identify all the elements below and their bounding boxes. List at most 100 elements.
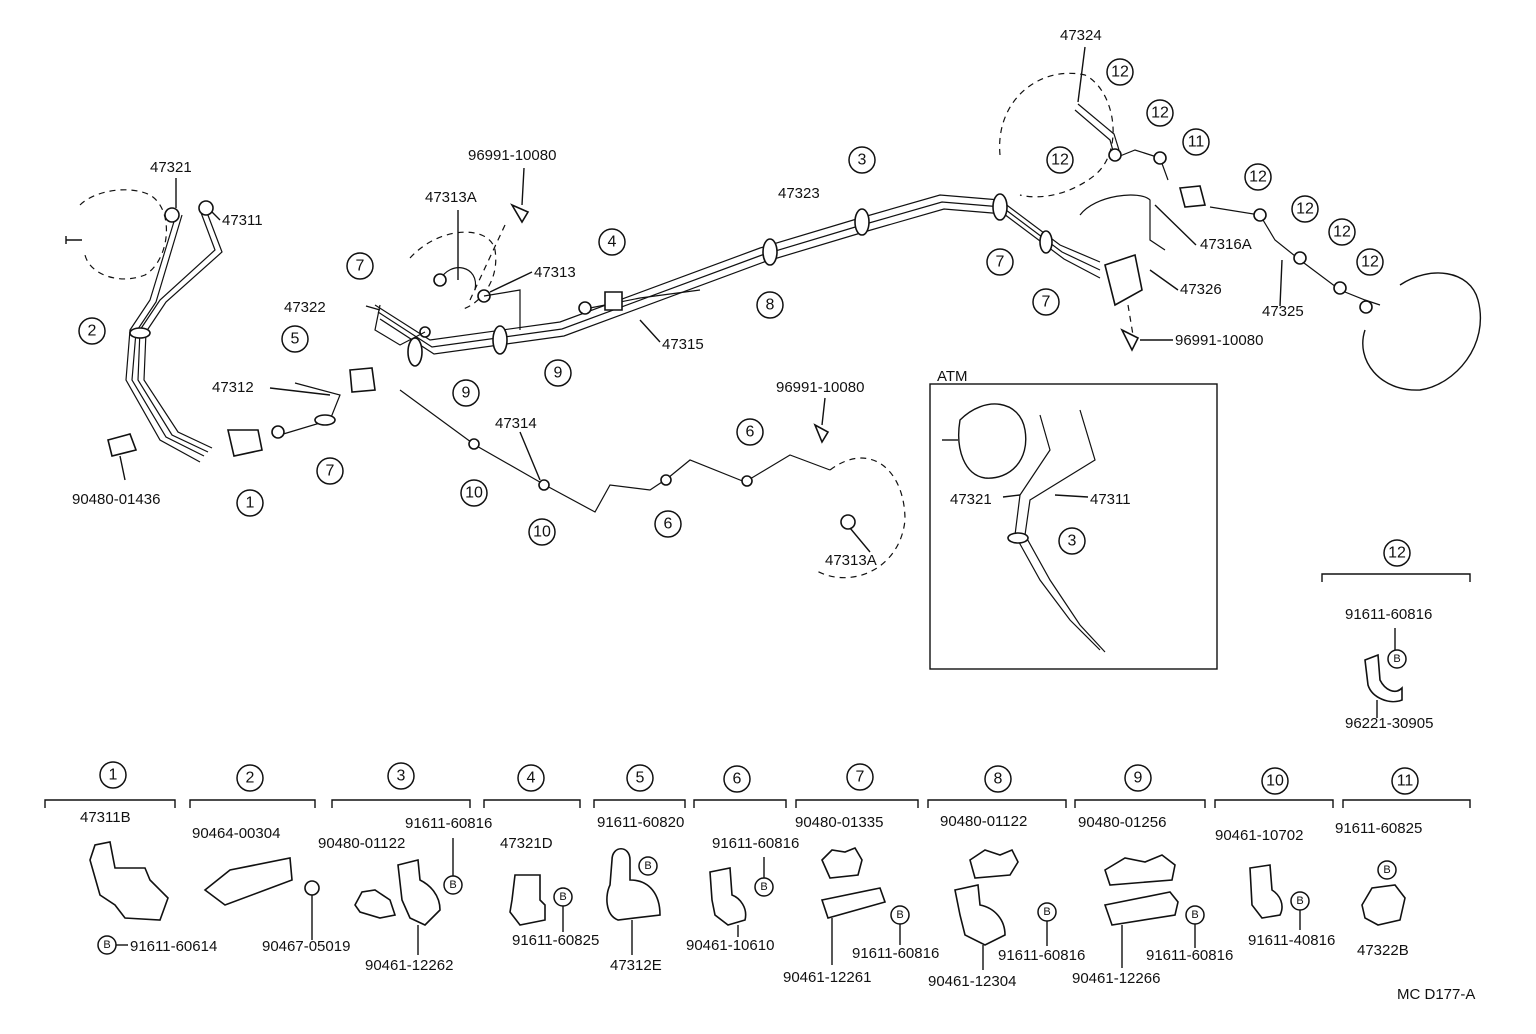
atm-inset: ATM — [929, 368, 1218, 670]
svg-text:B: B — [644, 860, 651, 872]
svg-text:B: B — [103, 939, 110, 951]
front-left-brake-outline — [409, 231, 497, 311]
label-47325: 47325 — [1262, 303, 1304, 320]
callout-8: 8 — [756, 291, 784, 319]
legend-callout-11: 11 — [1391, 767, 1419, 795]
legend-47322B: 47322B — [1357, 942, 1409, 959]
legend-91611-60816-3: 91611-60816 — [405, 815, 492, 832]
svg-text:10: 10 — [1266, 773, 1284, 790]
svg-text:7: 7 — [326, 463, 335, 480]
fitting — [1253, 208, 1267, 222]
svg-text:12: 12 — [1111, 64, 1129, 81]
callout-12-group: 12 — [1383, 539, 1411, 567]
fitting — [538, 479, 550, 491]
bolt-b-12: B — [1387, 649, 1407, 669]
bolt-b-4: B — [553, 887, 573, 907]
legend-47321D: 47321D — [500, 835, 553, 852]
legend-90480-01335: 90480-01335 — [795, 814, 883, 831]
legend-callout-8: 8 — [984, 765, 1012, 793]
svg-text:1: 1 — [246, 495, 255, 512]
callout-7d: 7 — [1032, 288, 1060, 316]
part-90461-12304 — [954, 884, 1006, 946]
label-47322: 47322 — [284, 299, 326, 316]
clamp-7 — [1039, 230, 1053, 254]
atm-booster — [958, 403, 1027, 479]
clip-96991-10080 — [1120, 328, 1140, 352]
svg-text:2: 2 — [88, 323, 97, 340]
brake-booster-outline — [79, 189, 168, 280]
fitting — [1293, 251, 1307, 265]
callout-2: 2 — [78, 317, 106, 345]
svg-text:B: B — [559, 891, 566, 903]
valve-47326 — [1104, 253, 1143, 307]
atm-inset-frame — [929, 383, 1218, 670]
part-90461-12261 — [820, 887, 887, 919]
callout-1: 1 — [236, 489, 264, 517]
fitting — [271, 425, 285, 439]
clamp-5 — [349, 367, 376, 393]
callout-12: 12 — [1106, 58, 1134, 86]
bolt-b-11: B — [1377, 860, 1397, 880]
legend-91611-60816-8: 91611-60816 — [998, 947, 1085, 964]
svg-text:11: 11 — [1397, 773, 1414, 790]
legend-90461-12304: 90461-12304 — [928, 973, 1016, 990]
atm-label: ATM — [937, 368, 968, 385]
svg-text:B: B — [1191, 909, 1198, 921]
grommet-90480-01436 — [107, 433, 138, 457]
part-47321D — [509, 874, 546, 926]
callout-6: 6 — [736, 418, 764, 446]
svg-text:12: 12 — [1333, 224, 1351, 241]
svg-text:12: 12 — [1151, 105, 1169, 122]
callout-10: 10 — [460, 479, 488, 507]
svg-text:11: 11 — [1188, 134, 1205, 151]
svg-text:4: 4 — [527, 770, 536, 787]
legend-90480-01122: 90480-01122 — [318, 835, 405, 852]
label-96991-10080: 96991-10080 — [468, 147, 556, 164]
callout-4: 4 — [598, 228, 626, 256]
fitting — [1359, 300, 1373, 314]
label-47312: 47312 — [212, 379, 254, 396]
clip-96991-10080 — [510, 203, 530, 224]
label-47311: 47311 — [222, 212, 263, 229]
part-90480-01122 — [354, 889, 397, 919]
legend-90480-01256: 90480-01256 — [1078, 814, 1166, 831]
callout-7c: 7 — [986, 248, 1014, 276]
legend-callout-2: 2 — [236, 764, 264, 792]
clamp-8 — [762, 238, 778, 266]
part-90464-00304 — [203, 857, 293, 906]
bolt-b-6: B — [754, 877, 774, 897]
svg-text:3: 3 — [858, 152, 867, 169]
svg-text:9: 9 — [554, 365, 563, 382]
fitting — [1333, 281, 1347, 295]
svg-text:12: 12 — [1051, 152, 1069, 169]
part-47312E — [606, 847, 661, 921]
callout-12g: 12 — [1356, 248, 1384, 276]
svg-text:7: 7 — [856, 769, 865, 786]
legend-91611-60825-4: 91611-60825 — [512, 932, 599, 949]
legend-90480-01122-8: 90480-01122 — [940, 813, 1027, 830]
legend-callout-3: 3 — [387, 762, 415, 790]
legend-callout-6: 6 — [723, 765, 751, 793]
bolt-b-9: B — [1185, 905, 1205, 925]
fitting — [578, 301, 592, 315]
svg-text:9: 9 — [1134, 770, 1143, 787]
legend-90461-10610: 90461-10610 — [686, 937, 774, 954]
label-47313A: 47313A — [425, 189, 477, 206]
clamp-7 — [314, 414, 336, 426]
label-96991-10080-c: 96991-10080 — [1175, 332, 1263, 349]
legend-90461-12266: 90461-12266 — [1072, 970, 1160, 987]
fitting — [198, 200, 214, 216]
callout-12d: 12 — [1244, 163, 1272, 191]
label-96991-10080-b: 96991-10080 — [776, 379, 864, 396]
svg-text:12: 12 — [1296, 201, 1314, 218]
legend-callout-7: 7 — [846, 763, 874, 791]
part-90480-01335 — [821, 847, 863, 879]
legend-91611-60816-6: 91611-60816 — [712, 835, 799, 852]
svg-text:10: 10 — [533, 524, 551, 541]
callouts-upper: 1 2 3 4 5 6 6 7 7 7 7 8 9 9 10 10 11 12 … — [78, 58, 1471, 703]
svg-text:12: 12 — [1249, 169, 1267, 186]
svg-text:B: B — [449, 879, 456, 891]
legend-47311B: 47311B — [80, 809, 131, 826]
clamp-96221-30905 — [1364, 653, 1403, 703]
